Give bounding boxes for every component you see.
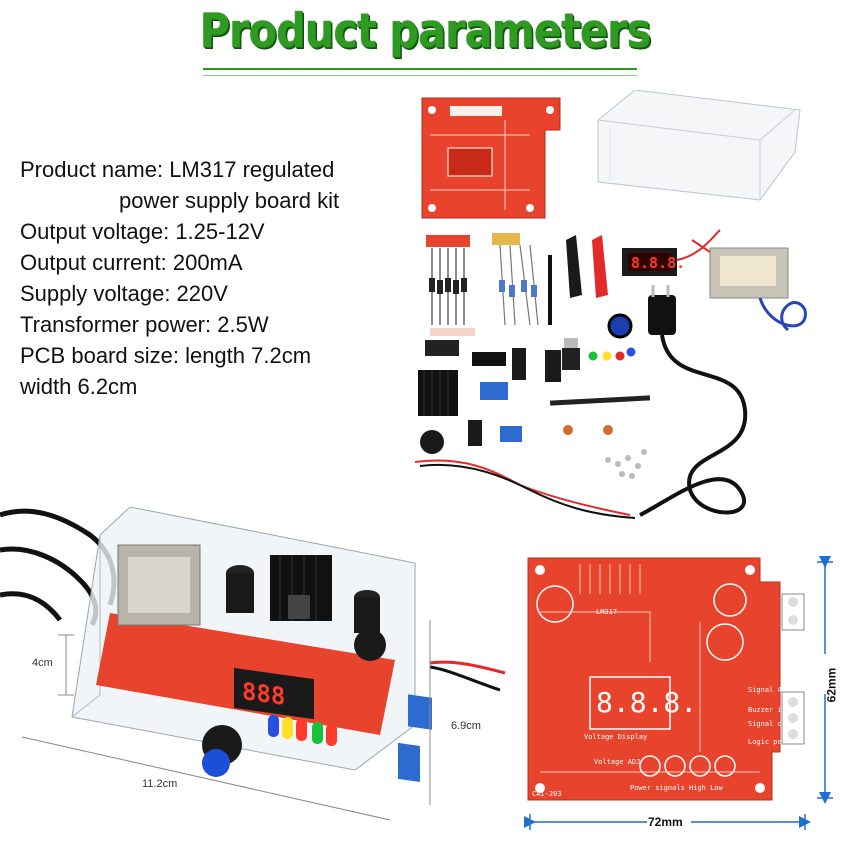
pcb-model-label: LM317 [596, 608, 617, 616]
transformer [691, 239, 807, 332]
assembled-display-digits: 888 [242, 677, 285, 711]
heatsink [418, 370, 458, 416]
parameter-output-current: Output current: 200mA [20, 250, 243, 275]
title-underline [203, 68, 637, 76]
voltmeter-digits: 8.8.8. [631, 254, 685, 272]
buzzer [420, 430, 444, 454]
parameter-supply-voltage: Supply voltage: 220V [20, 281, 228, 306]
pcb-display-outline: 8.8.8. [596, 686, 697, 719]
resistor-bank [426, 233, 539, 336]
parameter-output-voltage: Output voltage: 1.25-12V [20, 219, 265, 244]
parameter-pcb-size-1: PCB board size: length 7.2cm [20, 343, 312, 368]
parameter-transformer-power: Transformer power: 2.5W [20, 312, 269, 337]
pcb-buzzer-input-label: Buzzer input [748, 706, 799, 714]
screw-terminals [480, 382, 522, 442]
assembled-unit-photo: 888 [0, 506, 506, 821]
parameter-name-1: Product name: LM317 regulated [20, 157, 335, 182]
ic-socket [425, 340, 506, 366]
pcb-power-signals-label: Power signals High Low [630, 784, 724, 792]
pcb-voltage-adj-label: Voltage ADJ [594, 758, 640, 766]
voltmeter-module: 8.8.8. [622, 229, 721, 276]
pcb-width-label: 72mm [648, 815, 683, 829]
pcb-height-label: 62mm [824, 667, 839, 703]
potentiometer [468, 420, 482, 446]
acrylic-case [597, 90, 801, 201]
capacitors [512, 348, 613, 435]
pcb-power-label: Power [782, 642, 803, 650]
pcb-logic-pen-label: Logic pen [748, 738, 786, 746]
kit-components-photo: 8.8.8. [414, 90, 807, 519]
screws [605, 449, 647, 479]
pcb-board-code-label: CAI-203 [532, 790, 562, 798]
height-dimension-label: 4cm [32, 657, 53, 669]
parameter-pcb-size-2: width 6.2cm [20, 374, 138, 399]
pcb-voltage-display-label: Voltage Display [584, 733, 647, 741]
length-dimension-label: 11.2cm [142, 778, 178, 790]
depth-dimension-label: 6.9cm [451, 720, 481, 732]
page-title: Product parameters [199, 4, 652, 59]
kit-pcb-thumbnail [421, 97, 561, 219]
alligator-clips [548, 235, 608, 325]
voltage-regulator [562, 338, 580, 370]
parameter-list: Product name: LM317 regulated power suppl… [20, 154, 405, 402]
pcb-signal-output-label: Signal output [748, 720, 803, 728]
pcb-signal-adj-label: Signal ADJ [748, 686, 790, 694]
knob [607, 313, 633, 339]
leds [588, 347, 636, 361]
parameter-name-2: power supply board kit [119, 188, 340, 213]
power-plug-cable [639, 285, 748, 517]
pcb-layout-image: 8.8.8. LM317 Voltage Display Power signa… [524, 556, 833, 830]
